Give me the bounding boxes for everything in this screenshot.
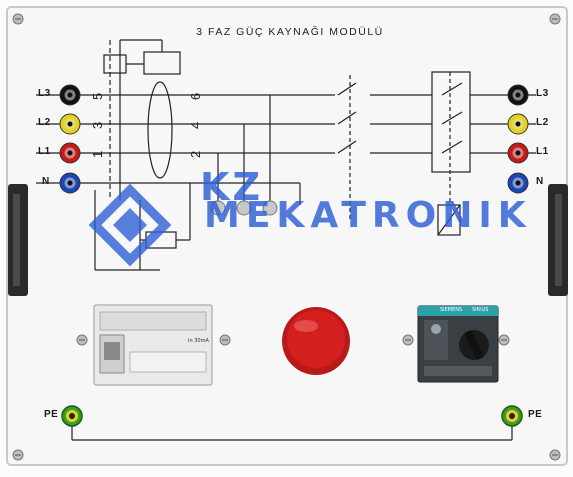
banana-socket-right-l1[interactable] bbox=[507, 142, 529, 164]
label-pe-left: PE bbox=[44, 409, 59, 420]
svg-text:3: 3 bbox=[90, 122, 105, 129]
banana-socket-left-l3[interactable] bbox=[59, 84, 81, 106]
screw-icon bbox=[12, 13, 24, 25]
label-right-l1: L1 bbox=[536, 146, 549, 157]
switch-brand: SIEMENS bbox=[440, 307, 463, 313]
svg-text:6: 6 bbox=[188, 93, 203, 100]
banana-socket-left-n[interactable] bbox=[59, 172, 81, 194]
label-left-n: N bbox=[42, 176, 50, 187]
pe-socket-left[interactable] bbox=[61, 405, 83, 427]
screw-icon bbox=[402, 334, 414, 346]
screw-icon bbox=[76, 334, 88, 346]
svg-text:2: 2 bbox=[188, 151, 203, 158]
screw-icon bbox=[12, 449, 24, 461]
svg-text:5: 5 bbox=[90, 93, 105, 100]
panel-plate bbox=[6, 6, 568, 466]
label-right-l2: L2 bbox=[536, 117, 549, 128]
screw-icon bbox=[498, 334, 510, 346]
schematic-numbers: 5 3 1 6 4 2 bbox=[90, 93, 203, 158]
label-left-l3: L3 bbox=[38, 88, 51, 99]
pe-socket-right[interactable] bbox=[501, 405, 523, 427]
schematic-lines bbox=[36, 39, 536, 441]
label-right-l3: L3 bbox=[536, 88, 549, 99]
svg-text:1: 1 bbox=[90, 151, 105, 158]
terminal-screws bbox=[210, 200, 278, 216]
banana-socket-left-l1[interactable] bbox=[59, 142, 81, 164]
svg-text:4: 4 bbox=[188, 122, 203, 129]
breaker-rating: In 30mA bbox=[188, 338, 209, 344]
label-right-n: N bbox=[536, 176, 544, 187]
banana-socket-right-l2[interactable] bbox=[507, 113, 529, 135]
module-title: 3 FAZ GÜÇ KAYNAĞI MODÜLÜ bbox=[196, 26, 384, 38]
banana-socket-right-n[interactable] bbox=[507, 172, 529, 194]
watermark-line1: KZ bbox=[200, 165, 263, 209]
label-left-l1: L1 bbox=[38, 146, 51, 157]
banana-socket-right-l3[interactable] bbox=[507, 84, 529, 106]
rcd-breaker-icon[interactable] bbox=[93, 304, 213, 386]
rotary-switch-icon[interactable] bbox=[417, 305, 499, 383]
label-pe-right: PE bbox=[528, 409, 543, 420]
logo-mark-icon bbox=[88, 183, 172, 267]
emergency-stop-button-icon[interactable] bbox=[282, 307, 350, 375]
screw-icon bbox=[219, 334, 231, 346]
switch-model: SIRIUS bbox=[472, 307, 489, 313]
label-left-l2: L2 bbox=[38, 117, 51, 128]
screw-icon bbox=[549, 13, 561, 25]
screw-icon bbox=[549, 449, 561, 461]
watermark-line2: MEKATRONIK bbox=[204, 195, 532, 236]
banana-socket-left-l2[interactable] bbox=[59, 113, 81, 135]
